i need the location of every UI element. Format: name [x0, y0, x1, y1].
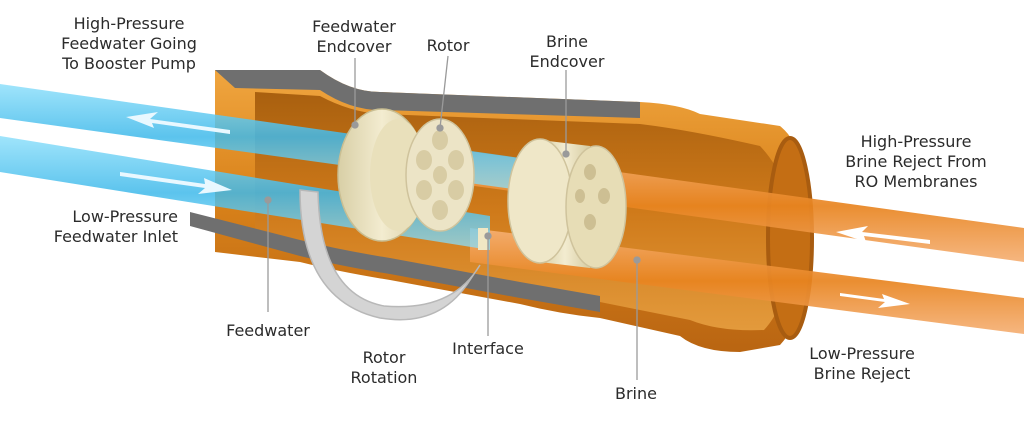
- label-line: Brine Reject: [813, 364, 911, 383]
- label-line: Endcover: [316, 37, 392, 56]
- interface-marker: [478, 228, 488, 250]
- label-line: Rotation: [350, 368, 418, 387]
- housing-cut-top: [215, 70, 640, 118]
- brine-endcover-ports: [575, 164, 610, 230]
- housing-cut-bottom: [190, 212, 600, 312]
- label-line: Feedwater Going: [61, 34, 197, 53]
- label-brine-endcover: Brine Endcover: [512, 32, 622, 72]
- label-brine: Brine: [600, 384, 672, 404]
- label-line: RO Membranes: [854, 172, 978, 191]
- label-line: Interface: [452, 339, 524, 358]
- housing-end-opening: [766, 136, 814, 340]
- label-lp-brine-reject: Low-Pressure Brine Reject: [782, 344, 942, 384]
- brine-endcover-left-face: [507, 138, 573, 264]
- label-line: High-Pressure: [73, 14, 185, 33]
- label-line: Feedwater: [312, 17, 396, 36]
- label-hp-brine-reject: High-Pressure Brine Reject From RO Membr…: [826, 132, 1006, 192]
- label-hp-feedwater-to-booster: High-Pressure Feedwater Going To Booster…: [34, 14, 224, 74]
- label-feedwater-endcover: Feedwater Endcover: [298, 17, 410, 57]
- label-line: Endcover: [529, 52, 605, 71]
- label-line: Feedwater Inlet: [53, 227, 178, 246]
- label-line: To Booster Pump: [62, 54, 196, 73]
- label-line: Feedwater: [226, 321, 310, 340]
- label-line: Brine: [546, 32, 588, 51]
- label-line: Low-Pressure: [809, 344, 915, 363]
- label-line: Low-Pressure: [72, 207, 178, 226]
- label-line: High-Pressure: [860, 132, 972, 151]
- feed-out-arrow: [126, 112, 230, 134]
- label-interface: Interface: [440, 339, 536, 359]
- label-lp-feedwater-inlet: Low-Pressure Feedwater Inlet: [8, 207, 178, 247]
- rotor-rotation-arc: [299, 189, 481, 321]
- label-feedwater: Feedwater: [216, 321, 320, 341]
- feed-in-arrow: [120, 172, 232, 194]
- label-rotor: Rotor: [416, 36, 480, 56]
- leader-lines: [264, 55, 641, 380]
- rotor-ports: [416, 130, 464, 220]
- brine-out-arrow: [840, 293, 910, 308]
- brine-in-arrow: [836, 226, 930, 244]
- label-line: Brine Reject From: [845, 152, 987, 171]
- label-line: Rotor: [362, 348, 406, 367]
- brine-endcover-right-face: [565, 145, 627, 269]
- label-line: Rotor: [426, 36, 470, 55]
- label-rotor-rotation: Rotor Rotation: [336, 348, 432, 388]
- label-line: Brine: [615, 384, 657, 403]
